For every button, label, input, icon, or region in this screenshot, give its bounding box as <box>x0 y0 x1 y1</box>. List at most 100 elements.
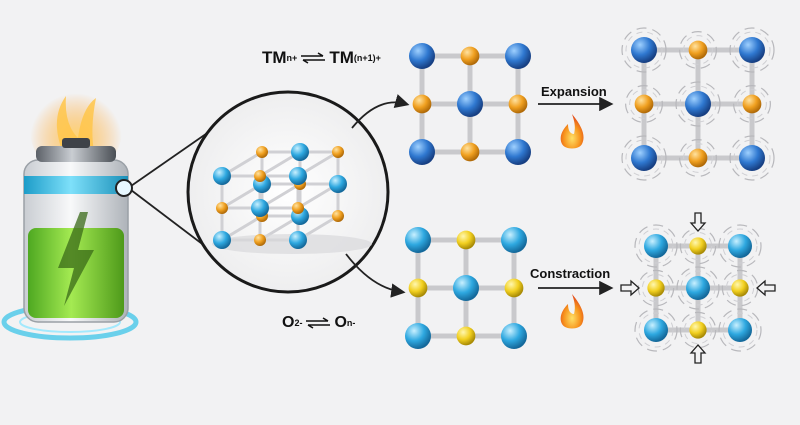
lattice-atom <box>739 145 765 171</box>
vibration-halo <box>683 143 713 173</box>
lattice-atom <box>688 148 708 168</box>
vibration-halo <box>729 135 775 181</box>
tm-right-sup: (n+1)+ <box>353 53 381 63</box>
vibration-halo <box>718 224 762 268</box>
crystal-atom <box>332 210 344 222</box>
flame-icon <box>560 294 584 329</box>
battery-cap <box>36 146 116 162</box>
arrow-to-expansion <box>351 94 410 129</box>
contraction-label: Constraction <box>530 266 611 281</box>
lattice-atom <box>742 94 762 114</box>
lattice-atom <box>409 43 435 69</box>
crystal-atom <box>332 146 344 158</box>
lattice-atom <box>634 94 654 114</box>
lattice-atom <box>685 91 711 117</box>
lattice-atom <box>405 227 431 253</box>
compression-arrows <box>620 212 776 364</box>
crystal-atom <box>329 175 347 193</box>
lattice-atom <box>728 234 752 258</box>
vibration-halo <box>634 224 678 268</box>
vibration-halo <box>638 228 674 264</box>
lattice-atom <box>456 326 476 346</box>
lattice-atom <box>647 279 665 297</box>
battery-terminal <box>62 138 90 148</box>
equilibrium-arrows-icon <box>306 317 331 329</box>
lattice-atom <box>457 91 483 117</box>
lattice-atom <box>644 234 668 258</box>
lattice-atom <box>405 323 431 349</box>
vibration-halo <box>683 35 713 65</box>
lattice-atom <box>408 278 428 298</box>
lattice-atom <box>644 318 668 342</box>
crystal-atom <box>251 199 269 217</box>
vibration-halo <box>733 31 771 69</box>
crystal-atom <box>216 202 228 214</box>
vibration-halo <box>683 315 713 345</box>
lattice-atom <box>504 278 524 298</box>
lattice-atom <box>505 43 531 69</box>
vibration-halo <box>680 270 716 306</box>
vibration-halo <box>737 89 767 119</box>
crystal-atom <box>254 234 266 246</box>
vibration-halo <box>675 81 721 127</box>
tm-left-sup: n+ <box>286 53 298 63</box>
lattice-atom <box>631 145 657 171</box>
vibration-halo <box>725 273 755 303</box>
lattice-atom <box>728 318 752 342</box>
vibration-halo <box>718 308 762 352</box>
vibration-halo <box>625 85 663 123</box>
vibration-halo <box>679 139 717 177</box>
vibration-halo <box>625 31 663 69</box>
lattice-atom <box>501 323 527 349</box>
vibration-halo <box>629 89 659 119</box>
lattice-atom <box>505 139 531 165</box>
vibration-halo <box>625 139 663 177</box>
vibration-halo <box>722 228 758 264</box>
o-right-sup: n- <box>346 318 356 328</box>
lattice-atom <box>688 40 708 60</box>
vibration-halo <box>634 308 678 352</box>
tm-right-base: TM <box>329 48 354 67</box>
vibration-halo <box>641 273 671 303</box>
lattice-atom <box>631 37 657 63</box>
lattice-atom <box>689 321 707 339</box>
lattice-atom <box>508 94 528 114</box>
lattice-atom <box>453 275 479 301</box>
vibration-halo <box>733 85 771 123</box>
zoom-origin-dot <box>115 179 133 197</box>
lattice-atom <box>460 46 480 66</box>
lattice-atom <box>739 37 765 63</box>
crystal-atom <box>213 231 231 249</box>
lattice-atom <box>456 230 476 250</box>
hollow-arrow-icon <box>689 212 707 232</box>
o-right-base: O <box>334 314 347 331</box>
hollow-arrow-icon <box>689 344 707 364</box>
crystal-atom <box>256 146 268 158</box>
vibration-halo <box>722 312 758 348</box>
lattice-atom <box>689 237 707 255</box>
lattice-grid-o-contracted <box>634 224 762 352</box>
lattice-grid-tm-initial <box>409 43 531 165</box>
crystal-atom <box>292 202 304 214</box>
vibration-halo <box>679 85 717 123</box>
tm-left-base: TM <box>262 48 287 67</box>
battery-cyan-band <box>24 176 128 194</box>
lattice-atom <box>731 279 749 297</box>
hollow-arrow-icon <box>756 279 776 297</box>
lattice-atom <box>460 142 480 162</box>
crystal-atom <box>289 231 307 249</box>
lattice-atom <box>409 139 435 165</box>
arrow-to-contraction <box>345 253 406 298</box>
vibration-halo <box>683 231 713 261</box>
crystal-atom <box>213 167 231 185</box>
equilibrium-arrows-icon <box>301 52 326 64</box>
vibration-halo <box>676 266 720 310</box>
lattice-atom <box>686 276 710 300</box>
vibration-halo <box>733 139 771 177</box>
lattice-grid-tm-expanded <box>621 27 775 181</box>
o-left-sup: 2- <box>294 318 303 328</box>
hollow-arrow-icon <box>620 279 640 297</box>
